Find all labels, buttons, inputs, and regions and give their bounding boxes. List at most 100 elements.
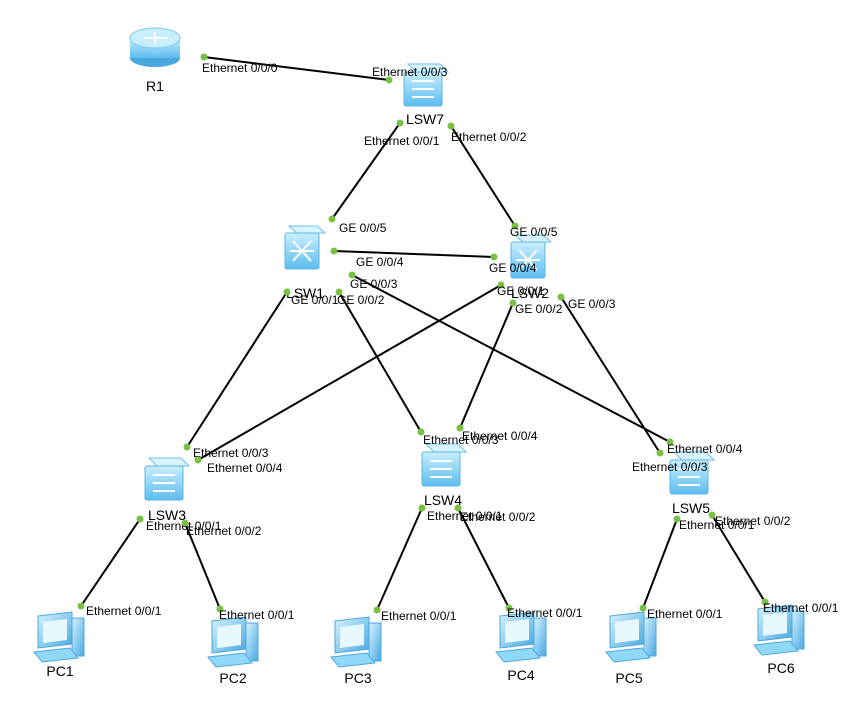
port-label-lsw7-ethernet-0-0-2: Ethernet 0/0/2 bbox=[451, 130, 527, 144]
link-lsw4-pc4[interactable] bbox=[457, 507, 510, 609]
switch-icon[interactable] bbox=[403, 63, 450, 107]
port-label-lsw3-ethernet-0-0-3: Ethernet 0/0/3 bbox=[193, 446, 269, 460]
switch-icon[interactable] bbox=[669, 451, 716, 495]
link-lsw1-lsw4[interactable] bbox=[338, 291, 422, 433]
l3-switch-icon[interactable] bbox=[510, 234, 553, 279]
port-dot bbox=[557, 293, 565, 301]
port-dot bbox=[666, 438, 674, 446]
port-label-lsw1-ge-0-0-5: GE 0/0/5 bbox=[339, 221, 387, 235]
device-label-pc3: PC3 bbox=[344, 670, 371, 686]
pc-icon[interactable] bbox=[207, 616, 259, 668]
link-lsw1-lsw2[interactable] bbox=[333, 250, 495, 258]
port-label-lsw2-ge-0-0-4: GE 0/0/4 bbox=[489, 261, 537, 275]
port-dot bbox=[673, 515, 681, 523]
port-dot bbox=[417, 428, 425, 436]
router-icon[interactable] bbox=[129, 27, 181, 67]
port-label-pc2-ethernet-0-0-1: Ethernet 0/0/1 bbox=[219, 608, 295, 622]
port-dot bbox=[348, 271, 356, 279]
port-dot bbox=[373, 606, 381, 614]
port-label-lsw4-ethernet-0-0-3: Ethernet 0/0/3 bbox=[423, 433, 499, 447]
port-dot bbox=[328, 215, 336, 223]
device-label-lsw1: LSW1 bbox=[286, 285, 324, 301]
pc-icon[interactable] bbox=[753, 604, 805, 656]
device-label-lsw2: LSW2 bbox=[511, 285, 549, 301]
port-dot bbox=[656, 449, 664, 457]
port-dot bbox=[385, 76, 393, 84]
port-label-lsw3-ethernet-0-0-2: Ethernet 0/0/2 bbox=[186, 524, 262, 538]
device-label-pc1: PC1 bbox=[46, 663, 73, 679]
port-label-lsw3-ethernet-0-0-4: Ethernet 0/0/4 bbox=[207, 461, 283, 475]
link-lsw2-lsw4[interactable] bbox=[459, 302, 514, 429]
port-dot bbox=[511, 222, 519, 230]
port-dot bbox=[490, 253, 498, 261]
port-dot bbox=[200, 53, 208, 61]
port-dot bbox=[497, 281, 505, 289]
device-label-lsw3: LSW3 bbox=[148, 507, 186, 523]
port-dot bbox=[283, 288, 291, 296]
port-dot bbox=[216, 605, 224, 613]
link-r1-lsw7[interactable] bbox=[203, 56, 390, 81]
switch-icon[interactable] bbox=[144, 457, 191, 501]
device-label-r1: R1 bbox=[146, 78, 164, 94]
port-dot bbox=[183, 443, 191, 451]
device-label-lsw4: LSW4 bbox=[424, 492, 462, 508]
port-dot bbox=[77, 602, 85, 610]
port-label-lsw4-ethernet-0-0-1: Ethernet 0/0/1 bbox=[427, 509, 503, 523]
pc-icon[interactable] bbox=[605, 611, 657, 663]
port-dot bbox=[330, 247, 338, 255]
port-label-lsw7-ethernet-0-0-3: Ethernet 0/0/3 bbox=[372, 65, 448, 79]
port-dot bbox=[509, 299, 517, 307]
port-dot bbox=[181, 519, 189, 527]
link-lsw7-lsw2[interactable] bbox=[450, 125, 516, 227]
port-dot bbox=[136, 515, 144, 523]
port-label-lsw1-ge-0-0-4: GE 0/0/4 bbox=[356, 255, 404, 269]
port-dot bbox=[708, 511, 716, 519]
port-label-lsw2-ge-0-0-1: GE 0/0/1 bbox=[497, 284, 545, 298]
port-dot bbox=[639, 604, 647, 612]
link-lsw1-lsw3[interactable] bbox=[186, 291, 288, 448]
link-lsw4-pc3[interactable] bbox=[376, 507, 423, 611]
port-dot bbox=[396, 119, 404, 127]
port-label-lsw2-ge-0-0-2: GE 0/0/2 bbox=[515, 302, 563, 316]
port-dot bbox=[447, 122, 455, 130]
port-dot bbox=[505, 604, 513, 612]
pc-icon[interactable] bbox=[495, 611, 547, 663]
port-label-lsw2-ge-0-0-5: GE 0/0/5 bbox=[510, 225, 558, 239]
pc-icon[interactable] bbox=[33, 611, 85, 663]
link-lsw7-lsw1[interactable] bbox=[331, 122, 401, 220]
link-lsw5-pc6[interactable] bbox=[711, 514, 766, 603]
port-label-pc4-ethernet-0-0-1: Ethernet 0/0/1 bbox=[507, 606, 583, 620]
link-lsw2-lsw3[interactable] bbox=[197, 284, 502, 461]
port-label-lsw5-ethernet-0-0-3: Ethernet 0/0/3 bbox=[632, 460, 708, 474]
pc-icon[interactable] bbox=[330, 616, 382, 668]
port-label-pc6-ethernet-0-0-1: Ethernet 0/0/1 bbox=[763, 601, 839, 615]
l3-switch-icon[interactable] bbox=[284, 225, 327, 270]
link-lsw2-lsw5[interactable] bbox=[560, 296, 661, 454]
port-label-pc5-ethernet-0-0-1: Ethernet 0/0/1 bbox=[647, 607, 723, 621]
link-lsw1-lsw5[interactable] bbox=[351, 274, 671, 443]
port-label-lsw4-ethernet-0-0-2: Ethernet 0/0/2 bbox=[460, 510, 536, 524]
switch-icon[interactable] bbox=[421, 443, 468, 487]
port-dot bbox=[194, 456, 202, 464]
device-label-pc2: PC2 bbox=[219, 670, 246, 686]
port-dot bbox=[335, 288, 343, 296]
port-label-lsw5-ethernet-0-0-2: Ethernet 0/0/2 bbox=[715, 514, 791, 528]
link-lsw3-pc1[interactable] bbox=[80, 518, 141, 607]
port-label-pc1-ethernet-0-0-1: Ethernet 0/0/1 bbox=[86, 604, 162, 618]
port-label-r1-ethernet-0-0-0: Ethernet 0/0/0 bbox=[202, 61, 278, 75]
port-label-lsw1-ge-0-0-1: GE 0/0/1 bbox=[291, 293, 339, 307]
port-label-lsw4-ethernet-0-0-4: Ethernet 0/0/4 bbox=[462, 429, 538, 443]
device-label-pc4: PC4 bbox=[507, 667, 534, 683]
links-layer bbox=[80, 56, 766, 611]
device-label-lsw7: LSW7 bbox=[406, 111, 444, 127]
port-label-lsw5-ethernet-0-0-1: Ethernet 0/0/1 bbox=[679, 518, 755, 532]
device-label-pc5: PC5 bbox=[615, 670, 642, 686]
port-label-lsw7-ethernet-0-0-1: Ethernet 0/0/1 bbox=[364, 134, 440, 148]
port-dot bbox=[454, 504, 462, 512]
link-lsw5-pc5[interactable] bbox=[642, 518, 678, 609]
link-lsw3-pc2[interactable] bbox=[184, 522, 221, 610]
port-dot bbox=[418, 504, 426, 512]
port-dot bbox=[456, 424, 464, 432]
